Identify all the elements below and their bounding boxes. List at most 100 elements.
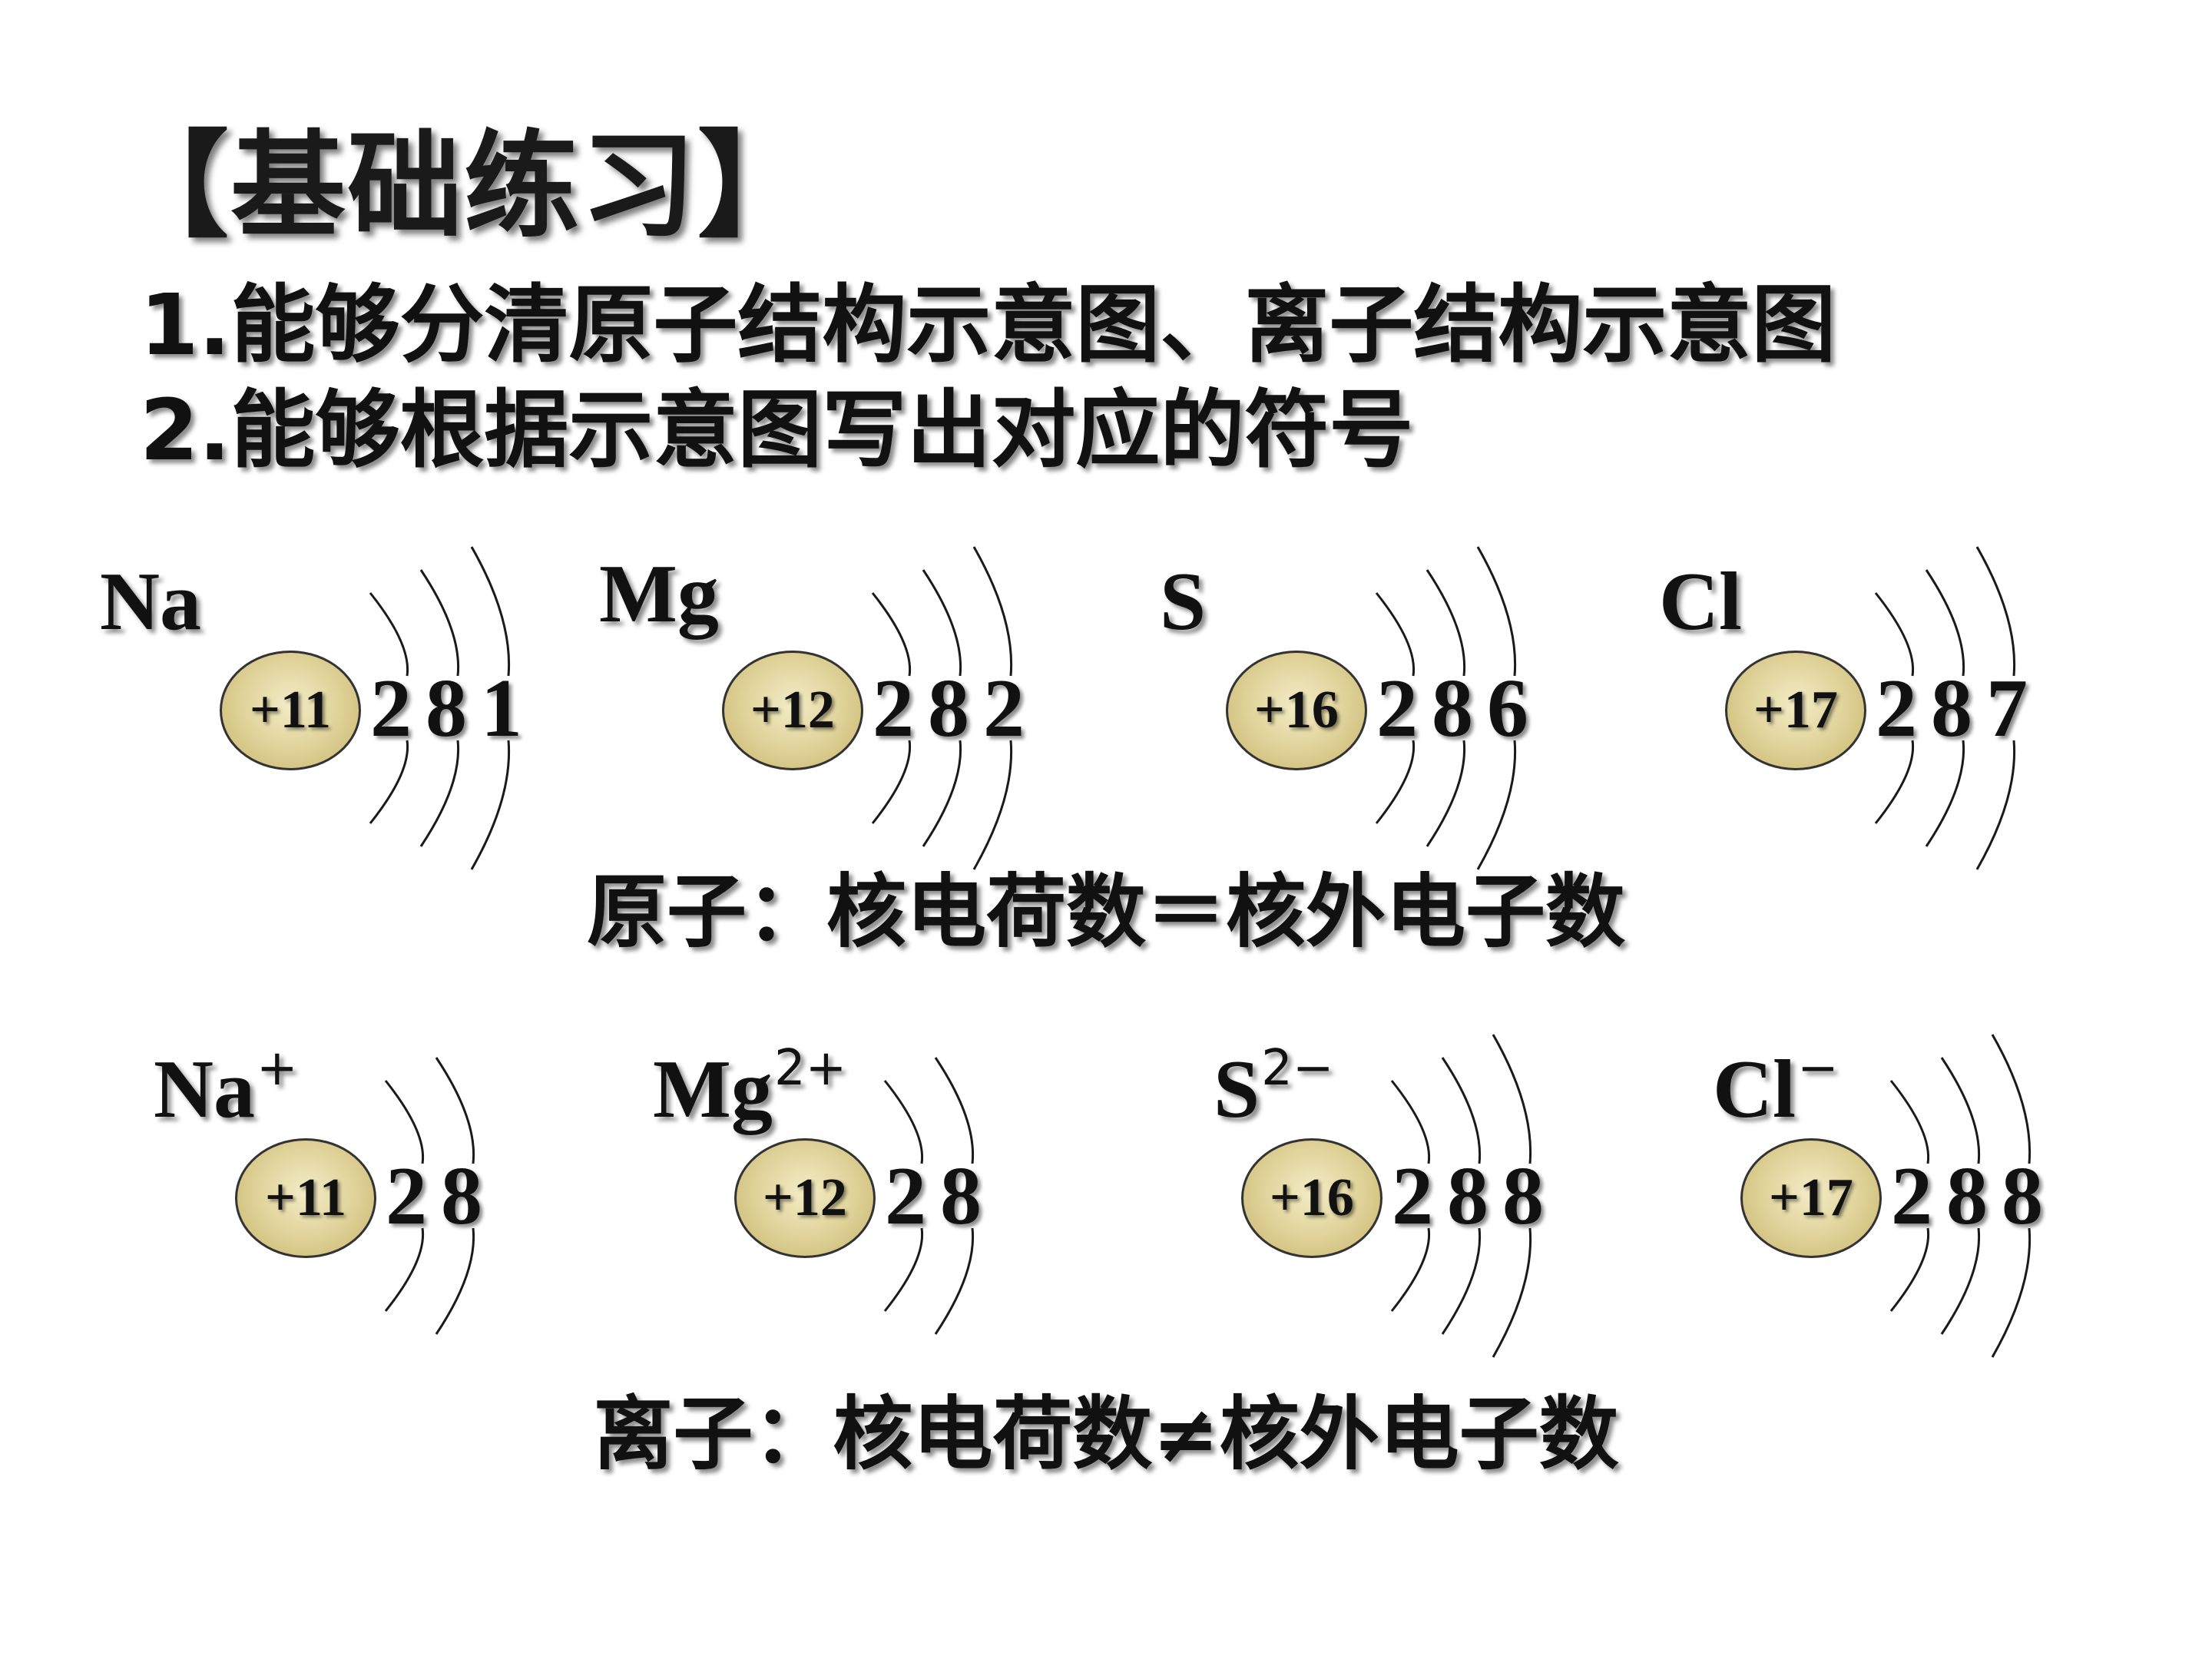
nuclear-charge: +12 bbox=[750, 680, 835, 740]
element-symbol-text: S bbox=[1160, 556, 1207, 647]
page-title: 【基础练习】 bbox=[114, 120, 815, 253]
shell-electron-count: 8 bbox=[2002, 1151, 2043, 1242]
shell-arc bbox=[435, 1057, 475, 1164]
shell-electron-count: 8 bbox=[441, 1151, 482, 1242]
element-symbol-text: Mg bbox=[653, 1044, 773, 1135]
shell-arc bbox=[1889, 1227, 1930, 1312]
ion-charge: 2+ bbox=[773, 1040, 847, 1097]
electron-shell-arcs bbox=[384, 1057, 475, 1335]
shell-arc bbox=[470, 740, 511, 870]
shell-arc bbox=[871, 740, 912, 824]
shell-electron-count: 8 bbox=[940, 1151, 982, 1242]
nuclear-charge: +16 bbox=[1270, 1168, 1354, 1227]
shell-electron-count: 6 bbox=[1487, 663, 1528, 754]
element-symbol: S2− bbox=[1214, 1044, 1333, 1131]
atom-rule: 原子：核电荷数＝核外电子数 bbox=[586, 865, 1625, 959]
shell-arc bbox=[934, 1227, 975, 1335]
shell-electron-count: 8 bbox=[1946, 1151, 1988, 1242]
shell-arc bbox=[1889, 1080, 1930, 1164]
electron-shell-arcs bbox=[369, 546, 511, 870]
shell-electron-count: 2 bbox=[370, 663, 412, 754]
element-symbol: Na bbox=[100, 561, 203, 644]
shell-arc bbox=[470, 546, 511, 677]
shell-arc bbox=[1874, 740, 1915, 824]
shell-electron-count: 2 bbox=[1876, 663, 1917, 754]
shell-arc bbox=[1940, 1057, 1981, 1164]
shell-arc bbox=[1940, 1227, 1981, 1335]
element-symbol-text: S bbox=[1214, 1044, 1260, 1135]
ion-charge: + bbox=[257, 1040, 298, 1097]
nucleus: +17 bbox=[1725, 651, 1866, 770]
shell-electron-count: 2 bbox=[1392, 1151, 1433, 1242]
shell-arc bbox=[1991, 1227, 2032, 1358]
electron-shell-arcs bbox=[1889, 1034, 2032, 1358]
shell-electron-count: 2 bbox=[1376, 663, 1418, 754]
element-symbol: S bbox=[1160, 561, 1207, 644]
electron-shell-arcs bbox=[871, 546, 1013, 870]
shell-arc bbox=[369, 740, 409, 824]
shell-electron-count: 8 bbox=[1432, 663, 1473, 754]
element-symbol: Cl− bbox=[1713, 1044, 1839, 1131]
element-symbol: Cl bbox=[1659, 561, 1743, 644]
shell-arc bbox=[1375, 592, 1416, 677]
ion-rule: 离子：核电荷数≠核外电子数 bbox=[593, 1387, 1619, 1481]
shell-arc bbox=[1390, 1227, 1431, 1312]
nucleus: +11 bbox=[220, 651, 361, 770]
shell-arc bbox=[1925, 569, 1965, 677]
shell-electron-count: 2 bbox=[1891, 1151, 1932, 1242]
nucleus: +17 bbox=[1740, 1138, 1882, 1258]
shell-electron-count: 2 bbox=[885, 1151, 926, 1242]
nucleus: +11 bbox=[235, 1138, 376, 1258]
shell-arc bbox=[1426, 740, 1466, 847]
shell-arc bbox=[1375, 740, 1416, 824]
shell-arc bbox=[369, 592, 409, 677]
shell-arc bbox=[419, 569, 460, 677]
shell-arc bbox=[883, 1227, 924, 1312]
nucleus: +16 bbox=[1241, 1138, 1382, 1258]
shell-arc bbox=[1476, 546, 1517, 677]
shell-arc bbox=[1874, 592, 1915, 677]
shell-electron-count: 2 bbox=[386, 1151, 427, 1242]
shell-arc bbox=[1492, 1034, 1532, 1164]
nuclear-charge: +17 bbox=[1769, 1168, 1853, 1227]
shell-arc bbox=[1441, 1057, 1482, 1164]
electron-shell-arcs bbox=[1874, 546, 2016, 870]
element-symbol-text: Na bbox=[100, 556, 201, 647]
shell-arc bbox=[1492, 1227, 1532, 1358]
shell-arc bbox=[419, 740, 460, 847]
nucleus: +12 bbox=[722, 651, 863, 770]
electron-shell-arcs bbox=[883, 1057, 975, 1335]
nucleus: +16 bbox=[1226, 651, 1367, 770]
shell-arc bbox=[435, 1227, 475, 1335]
element-symbol: Na+ bbox=[154, 1044, 298, 1131]
element-symbol-text: Mg bbox=[599, 548, 719, 640]
shell-electron-count: 8 bbox=[1447, 1151, 1488, 1242]
shell-arc bbox=[384, 1080, 425, 1164]
shell-arc bbox=[1925, 740, 1965, 847]
shell-electron-count: 8 bbox=[1931, 663, 1972, 754]
shell-arc bbox=[922, 740, 962, 847]
shell-arc bbox=[1441, 1227, 1482, 1335]
shell-arc bbox=[1476, 740, 1517, 870]
shell-arc bbox=[972, 546, 1013, 677]
objective-1: 1.能够分清原子结构示意图、离子结构示意图 bbox=[140, 276, 1836, 374]
nucleus: +12 bbox=[734, 1138, 876, 1258]
shell-arc bbox=[384, 1227, 425, 1312]
nuclear-charge: +17 bbox=[1753, 680, 1838, 740]
shell-electron-count: 8 bbox=[1502, 1151, 1544, 1242]
shell-electron-count: 1 bbox=[481, 663, 522, 754]
